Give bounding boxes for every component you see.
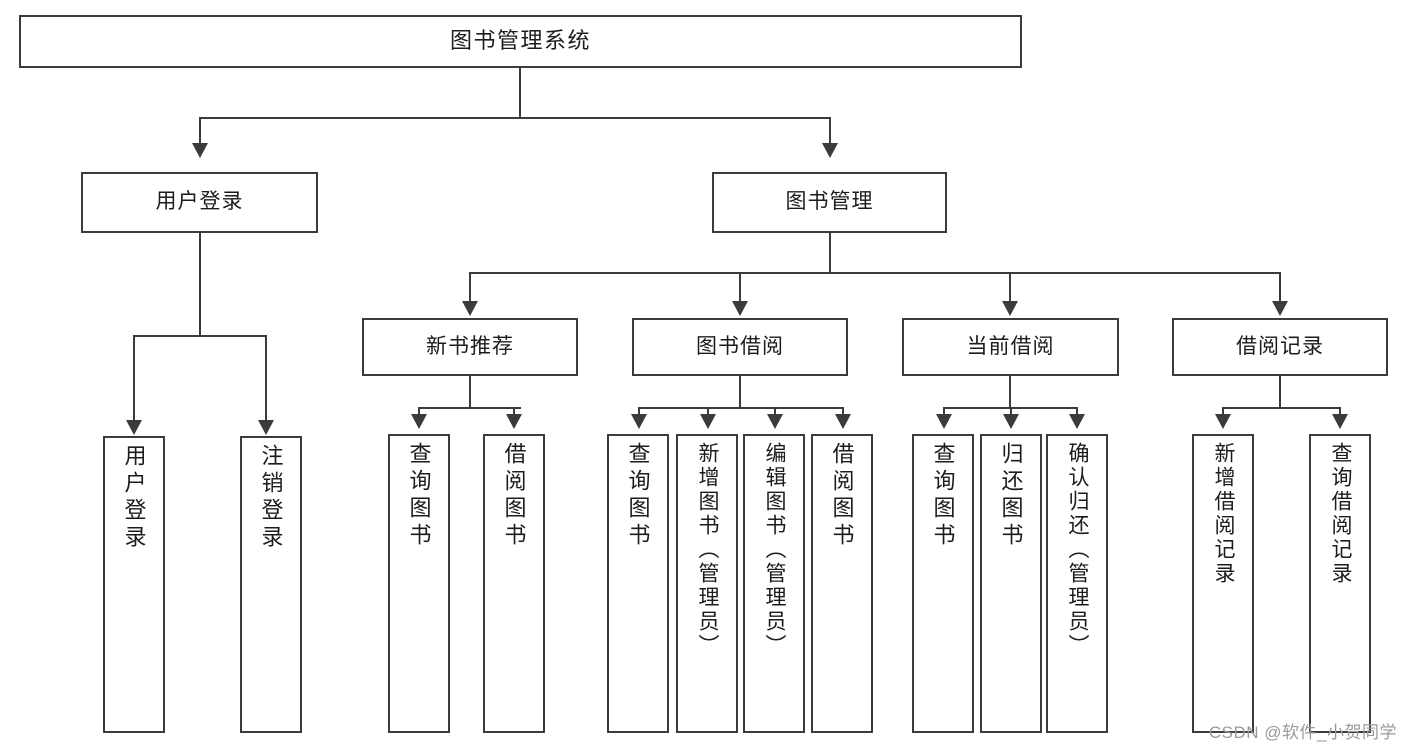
- node-leaf-confirm-return[interactable]: 确认归还（管理员）: [1046, 434, 1108, 733]
- arrowhead-leaf-add-book: [700, 414, 716, 429]
- node-label: 图书借阅: [696, 334, 784, 358]
- connector-user-login-drop-2: [265, 335, 267, 421]
- arrowhead-leaf-query-book-1: [411, 414, 427, 429]
- node-current-borrow[interactable]: 当前借阅: [902, 318, 1119, 376]
- connector-cb-drop-2: [1010, 407, 1012, 415]
- arrowhead-leaf-return-book: [1003, 414, 1019, 429]
- connector-nbr-bus: [418, 407, 521, 409]
- connector-bb-drop-4: [842, 407, 844, 415]
- connector-nbr-drop-1: [418, 407, 420, 415]
- arrowhead-book-borrow: [732, 301, 748, 316]
- arrowhead-user-login: [192, 143, 208, 158]
- node-label: 借阅图书: [829, 442, 855, 550]
- node-leaf-logout[interactable]: 注销登录: [240, 436, 302, 733]
- connector-root-stem: [519, 68, 521, 118]
- connector-cb-stem: [1009, 376, 1011, 408]
- node-leaf-query-record[interactable]: 查询借阅记录: [1309, 434, 1371, 733]
- node-label: 新增图书（管理员）: [696, 442, 720, 658]
- connector-bm-drop-4: [1279, 272, 1281, 302]
- connector-user-login-stem: [199, 233, 201, 336]
- connector-root-drop-left: [199, 117, 201, 144]
- csdn-watermark: CSDN @软件_小贺同学: [1208, 723, 1397, 742]
- connector-bb-drop-3: [774, 407, 776, 415]
- arrowhead-leaf-borrow-book-1: [506, 414, 522, 429]
- node-leaf-borrow-book-1[interactable]: 借阅图书: [483, 434, 545, 733]
- node-label: 借阅记录: [1236, 334, 1324, 358]
- connector-root-bus: [199, 117, 831, 119]
- connector-nbr-stem: [469, 376, 471, 408]
- node-label: 借阅图书: [501, 442, 527, 550]
- node-label: 确认归还（管理员）: [1066, 442, 1090, 658]
- arrowhead-new-book-rec: [462, 301, 478, 316]
- connector-br-drop-1: [1222, 407, 1224, 415]
- connector-book-manage-stem: [829, 233, 831, 273]
- node-label: 图书管理: [785, 190, 874, 214]
- node-borrow-record[interactable]: 借阅记录: [1172, 318, 1388, 376]
- connector-cb-drop-3: [1076, 407, 1078, 415]
- node-label: 查询图书: [625, 442, 651, 550]
- connector-bb-bus: [638, 407, 844, 409]
- arrowhead-leaf-query-book-2: [631, 414, 647, 429]
- arrowhead-leaf-query-record: [1332, 414, 1348, 429]
- arrowhead-leaf-borrow-book-2: [835, 414, 851, 429]
- connector-root-drop-right: [829, 117, 831, 144]
- node-leaf-edit-book[interactable]: 编辑图书（管理员）: [743, 434, 805, 733]
- node-label: 查询图书: [406, 442, 432, 550]
- node-label: 用户登录: [155, 190, 244, 214]
- connector-bb-stem: [739, 376, 741, 408]
- arrowhead-borrow-record: [1272, 301, 1288, 316]
- node-label: 查询借阅记录: [1329, 442, 1353, 586]
- arrowhead-leaf-logout: [258, 420, 274, 435]
- connector-book-manage-bus: [469, 272, 1281, 274]
- connector-bm-drop-1: [469, 272, 471, 302]
- connector-user-login-drop-1: [133, 335, 135, 421]
- node-leaf-borrow-book-2[interactable]: 借阅图书: [811, 434, 873, 733]
- node-label: 图书管理系统: [449, 28, 591, 54]
- connector-br-stem: [1279, 376, 1281, 408]
- node-root-book-management-system[interactable]: 图书管理系统: [19, 15, 1022, 68]
- connector-br-drop-2: [1339, 407, 1341, 415]
- node-leaf-add-book[interactable]: 新增图书（管理员）: [676, 434, 738, 733]
- node-leaf-query-book-1[interactable]: 查询图书: [388, 434, 450, 733]
- node-leaf-return-book[interactable]: 归还图书: [980, 434, 1042, 733]
- node-leaf-user-login[interactable]: 用户登录: [103, 436, 165, 733]
- node-book-manage[interactable]: 图书管理: [712, 172, 947, 233]
- node-leaf-query-book-2[interactable]: 查询图书: [607, 434, 669, 733]
- arrowhead-leaf-query-book-3: [936, 414, 952, 429]
- node-label: 当前借阅: [966, 334, 1055, 358]
- arrowhead-leaf-add-record: [1215, 414, 1231, 429]
- node-label: 查询图书: [930, 442, 956, 550]
- arrowhead-book-manage: [822, 143, 838, 158]
- connector-cb-drop-1: [943, 407, 945, 415]
- node-book-borrow[interactable]: 图书借阅: [632, 318, 848, 376]
- connector-nbr-drop-2: [513, 407, 515, 415]
- node-leaf-query-book-3[interactable]: 查询图书: [912, 434, 974, 733]
- node-label: 用户登录: [121, 444, 147, 552]
- arrowhead-leaf-user-login: [126, 420, 142, 435]
- arrowhead-leaf-edit-book: [767, 414, 783, 429]
- node-label: 编辑图书（管理员）: [763, 442, 787, 658]
- node-label: 注销登录: [258, 444, 284, 552]
- connector-user-login-bus: [133, 335, 267, 337]
- connector-br-bus: [1222, 407, 1340, 409]
- node-leaf-add-record[interactable]: 新增借阅记录: [1192, 434, 1254, 733]
- connector-bm-drop-3: [1009, 272, 1011, 302]
- connector-bb-drop-2: [707, 407, 709, 415]
- node-label: 新增借阅记录: [1212, 442, 1236, 586]
- arrowhead-leaf-confirm-return: [1069, 414, 1085, 429]
- node-new-book-rec[interactable]: 新书推荐: [362, 318, 578, 376]
- connector-bm-drop-2: [739, 272, 741, 302]
- node-label: 归还图书: [998, 442, 1024, 550]
- arrowhead-current-borrow: [1002, 301, 1018, 316]
- node-user-login[interactable]: 用户登录: [81, 172, 318, 233]
- connector-bb-drop-1: [638, 407, 640, 415]
- node-label: 新书推荐: [426, 334, 514, 358]
